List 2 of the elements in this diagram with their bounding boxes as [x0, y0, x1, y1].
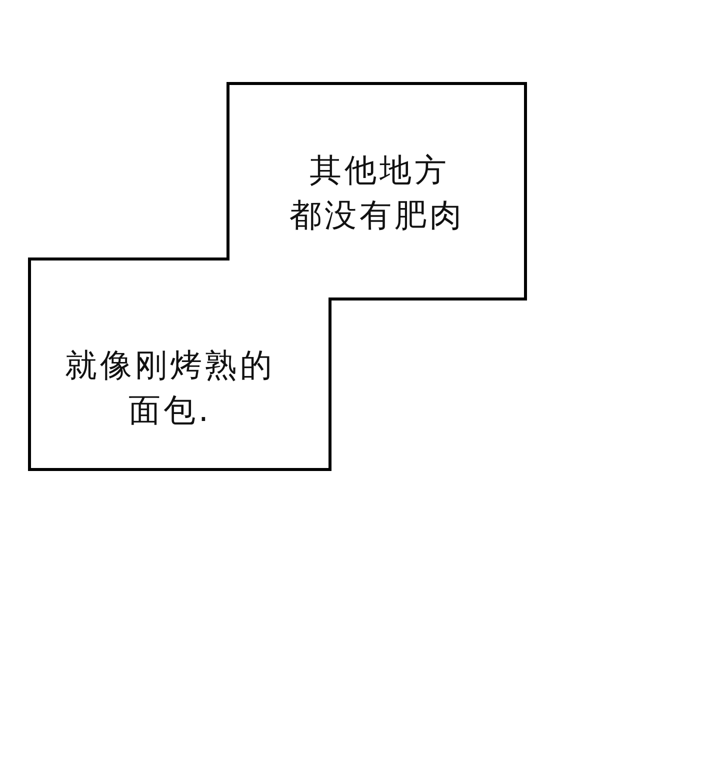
speech-text: 就像刚烤熟的面包. [64, 345, 276, 431]
speech-text: 其他地方都没有肥肉 [288, 150, 466, 236]
